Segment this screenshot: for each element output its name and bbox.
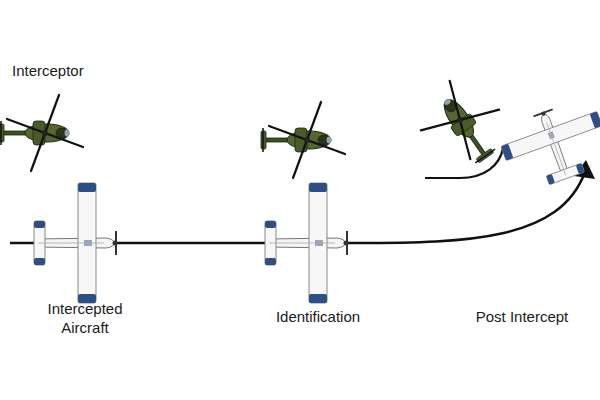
stage-label: Post Intercept — [476, 308, 569, 327]
intercepted-plane — [495, 94, 600, 196]
helicopter — [407, 67, 517, 179]
intercepted-plane — [34, 183, 118, 303]
stage-label: Intercepted Aircraft — [30, 300, 140, 338]
helicopter — [261, 102, 345, 178]
helicopter — [0, 95, 83, 171]
intercepted-plane — [265, 183, 349, 303]
role-label: Interceptor — [12, 62, 84, 81]
stage-label: Identification — [276, 308, 360, 327]
